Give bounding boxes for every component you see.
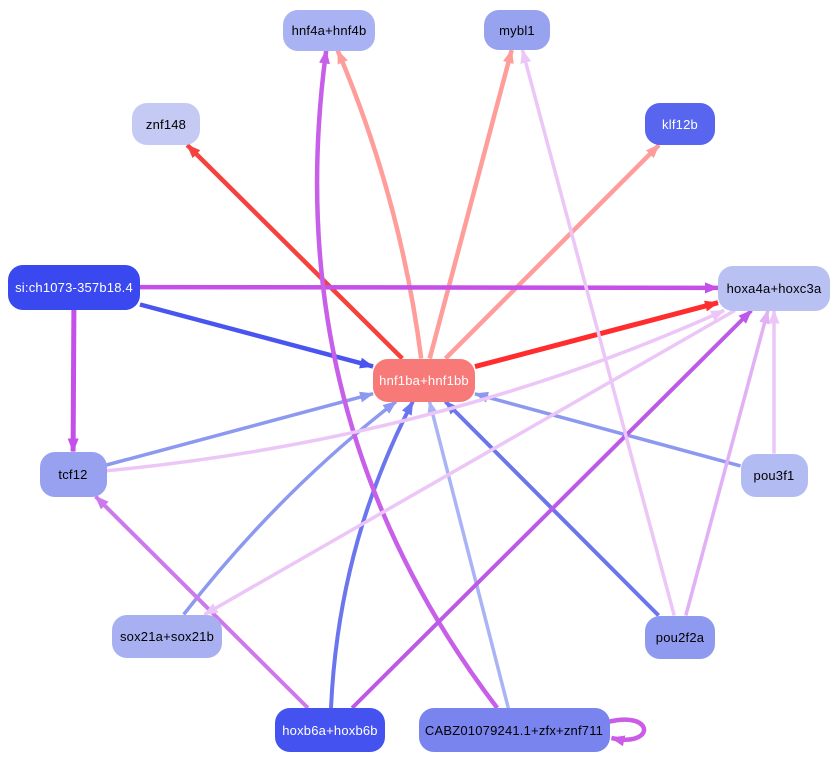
node-hoxb6[interactable]: hoxb6a+hoxb6b: [275, 708, 385, 752]
edge-tcf12-hoxa4a: [106, 308, 726, 473]
node-label: hoxb6a+hoxb6b: [282, 722, 378, 738]
node-label: pou2f2a: [655, 629, 705, 645]
node-pou2f2a[interactable]: pou2f2a: [645, 615, 715, 659]
edge-sich1073-hoxa4a: [139, 282, 719, 294]
edge-cabz-hnf1b: [427, 400, 510, 709]
node-mybl1[interactable]: mybl1: [484, 10, 550, 50]
edge-self-loop-cabz: [606, 717, 647, 747]
node-label: CABZ01079241.1+zfx+znf711: [424, 722, 604, 738]
edge-hoxb6-hoxa4a: [350, 309, 753, 710]
node-label: tcf12: [58, 466, 88, 482]
node-label: sox21a+sox21b: [119, 628, 215, 644]
node-label: hnf4a+hnf4b: [291, 22, 367, 38]
node-tcf12[interactable]: tcf12: [39, 451, 107, 497]
edge-hoxb6-hnf1b: [329, 400, 415, 709]
edge-sox21-hnf1b: [182, 400, 398, 616]
node-label: mybl1: [499, 22, 535, 38]
node-cabz[interactable]: CABZ01079241.1+zfx+znf711: [418, 708, 610, 752]
node-znf148[interactable]: znf148: [132, 103, 200, 145]
node-sox21[interactable]: sox21a+sox21b: [112, 614, 222, 658]
edge-hnf1b-hnf4ab: [335, 49, 424, 359]
edge-cabz-hnf4ab: [314, 49, 499, 710]
node-hoxa4a[interactable]: hoxa4a+hoxc3a: [718, 265, 830, 311]
edge-hnf1b-znf148: [185, 143, 404, 361]
node-label: klf12b: [662, 116, 698, 132]
node-sich1073[interactable]: si:ch1073-357b18.4: [8, 264, 140, 310]
edge-sich1073-tcf12: [67, 309, 79, 453]
edge-hnf1b-klf12b: [443, 143, 661, 361]
edge-hnf1b-hoxa4a: [474, 300, 719, 370]
edge-pou3f1-hnf1b: [474, 391, 741, 468]
node-label: hoxa4a+hoxc3a: [726, 280, 822, 296]
edge-pou2f2a-hoxa4a: [684, 309, 770, 616]
node-label: znf148: [145, 116, 187, 132]
edge-sich1073-hnf1b: [139, 302, 374, 369]
node-hnf1b[interactable]: hnf1ba+hnf1bb: [373, 358, 475, 402]
edge-hoxa4a-sox21: [203, 308, 736, 617]
edge-tcf12-hnf1b: [106, 391, 374, 467]
node-klf12b[interactable]: klf12b: [645, 103, 715, 145]
node-label: si:ch1073-357b18.4: [15, 279, 133, 295]
node-pou3f1[interactable]: pou3f1: [740, 453, 808, 497]
node-hnf4ab[interactable]: hnf4a+hnf4b: [283, 9, 375, 51]
node-label: hnf1ba+hnf1bb: [379, 372, 469, 388]
edge-pou2f2a-mybl1: [520, 49, 676, 616]
edge-hnf1b-mybl1: [427, 49, 514, 360]
edge-hoxb6-tcf12: [94, 495, 310, 710]
node-label: pou3f1: [753, 467, 795, 483]
